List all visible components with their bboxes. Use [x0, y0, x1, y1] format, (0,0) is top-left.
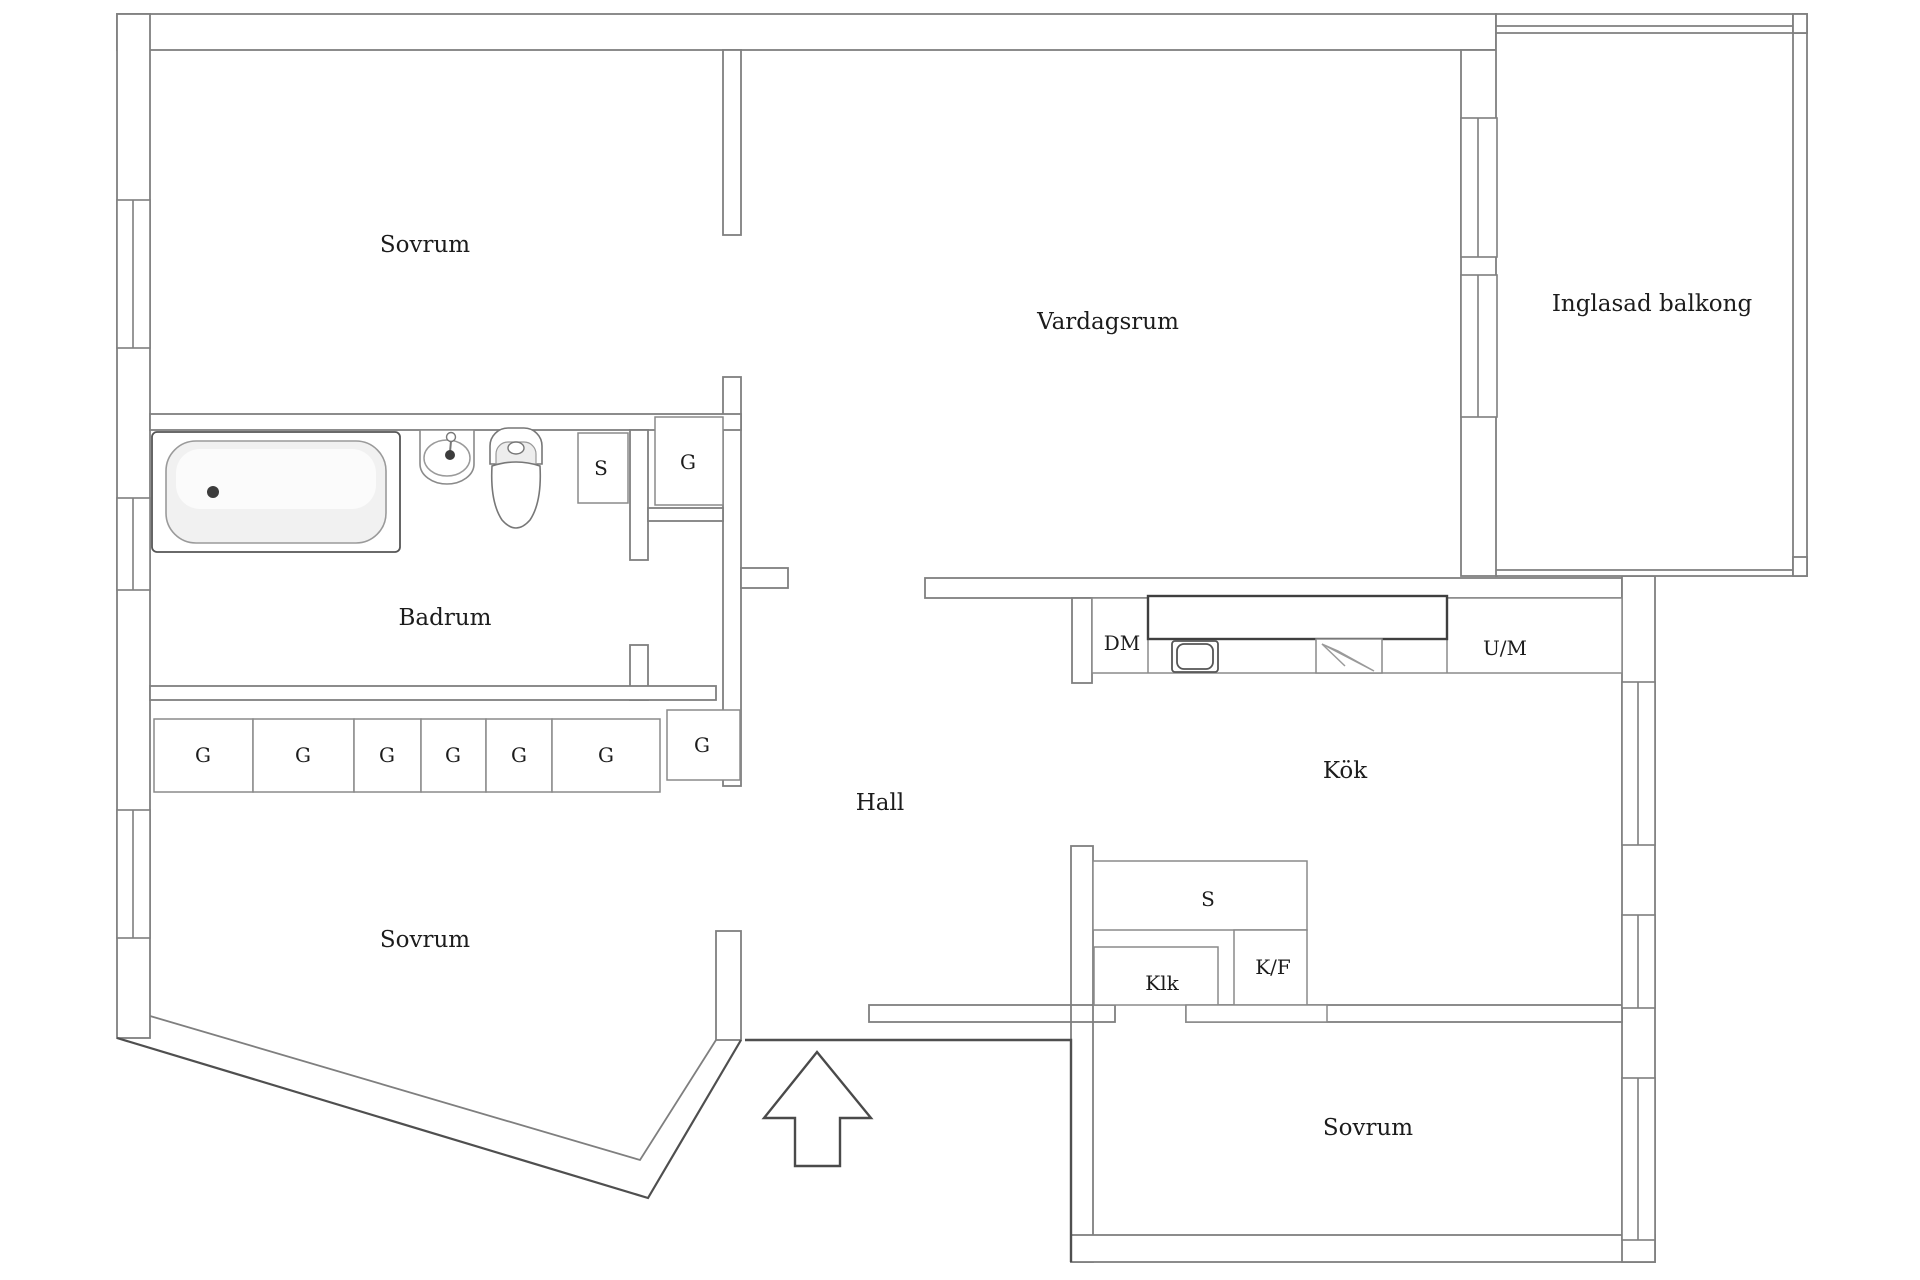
- kitchen-counter: [1146, 594, 1449, 641]
- closet-g-single: [666, 709, 741, 781]
- wall-sovrum-vardagsrum-upper: [722, 49, 742, 236]
- wall-badrum-right-upper: [629, 429, 649, 561]
- closet-label-bathroom-g: G: [680, 450, 696, 474]
- entrance-arrow-icon: [761, 1050, 874, 1168]
- kitchen-sink-icon: [1171, 640, 1219, 673]
- closet-kf: [1233, 929, 1308, 1006]
- washbasin-icon: [419, 429, 475, 485]
- stove-icon: [1315, 638, 1383, 674]
- closet-label-klk: Klk: [1145, 971, 1179, 995]
- wall-top: [116, 13, 1497, 51]
- room-label-inglasad-balkong: Inglasad balkong: [1552, 291, 1753, 317]
- wall-sovrum-br-bottom: [1070, 1234, 1656, 1263]
- closet-label-g-6: G: [598, 743, 614, 767]
- room-label-sovrum-top-left: Sovrum: [380, 232, 470, 258]
- balcony: [1495, 13, 1808, 577]
- wall-niche: [647, 507, 724, 522]
- room-label-sovrum-bottom-left: Sovrum: [380, 927, 470, 953]
- balcony-corner-tick-top: [1792, 13, 1808, 34]
- room-label-hall: Hall: [856, 790, 904, 816]
- window-vardagsrum-balkong-2: [1460, 274, 1498, 418]
- closet-label-g-2: G: [295, 743, 311, 767]
- closet-g-4: [420, 718, 487, 793]
- appliance-label-um: U/M: [1483, 636, 1527, 660]
- window-badrum: [116, 497, 151, 591]
- balcony-outline: [1495, 13, 1808, 577]
- closet-label-kf: K/F: [1255, 955, 1291, 979]
- room-label-sovrum-bottom-right: Sovrum: [1323, 1115, 1413, 1141]
- room-label-vardagsrum: Vardagsrum: [1036, 309, 1179, 335]
- wall-badrum-top: [149, 413, 742, 431]
- window-vardagsrum-balkong-1: [1460, 117, 1498, 258]
- closets: [153, 416, 1328, 1023]
- wall-sovrum-br-left: [1070, 1021, 1094, 1263]
- closet-kitchen-s: [1092, 860, 1308, 931]
- closet-label-kitchen-s: S: [1201, 887, 1215, 911]
- windows: [116, 117, 1656, 1241]
- window-kok-2: [1621, 914, 1656, 1009]
- wall-stub-hall: [740, 567, 789, 589]
- closet-foot-bar: [1185, 1004, 1328, 1023]
- labels: Sovrum Vardagsrum Inglasad balkong Badru…: [195, 232, 1752, 1141]
- wall-closet-left: [1070, 845, 1094, 1006]
- window-sovrum-bl: [116, 809, 151, 939]
- closet-label-g-4: G: [445, 743, 461, 767]
- bathtub-icon: [151, 431, 401, 553]
- wall-badrum-bottom: [149, 685, 717, 701]
- closet-g-5: [485, 718, 553, 793]
- entry-threshold-line: [745, 1038, 1073, 1262]
- closet-label-bathroom-s: S: [594, 456, 608, 480]
- closet-bathroom-s: [577, 432, 629, 504]
- closet-g-6: [551, 718, 661, 793]
- appliance-label-dm: DM: [1104, 631, 1141, 655]
- wall-kok-left: [1071, 597, 1093, 684]
- room-label-kok: Kök: [1323, 758, 1368, 784]
- wall-entry-post: [715, 930, 742, 1041]
- closet-bathroom-g: [654, 416, 724, 506]
- window-sovrum-br: [1621, 1077, 1656, 1241]
- closet-label-g-5: G: [511, 743, 527, 767]
- room-label-badrum: Badrum: [399, 605, 492, 631]
- window-kok-1: [1621, 681, 1656, 846]
- wall-diagonal: [116, 1015, 742, 1200]
- balcony-corner-tick-bottom: [1792, 556, 1808, 577]
- kitchen-fittings: [1091, 594, 1623, 674]
- closet-klk: [1093, 946, 1219, 1006]
- bathroom-fixtures: [151, 427, 543, 553]
- closet-label-g-single: G: [694, 733, 710, 757]
- toilet-icon: [489, 427, 543, 529]
- wall-entry-bottom: [868, 1004, 1072, 1023]
- closet-g-2: [252, 718, 355, 793]
- closet-label-g-3: G: [379, 743, 395, 767]
- closet-label-g-1: G: [195, 743, 211, 767]
- closet-g-3: [353, 718, 422, 793]
- window-sovrum-tl: [116, 199, 151, 349]
- wall-sovrum-br-top-foot: [1092, 1004, 1116, 1023]
